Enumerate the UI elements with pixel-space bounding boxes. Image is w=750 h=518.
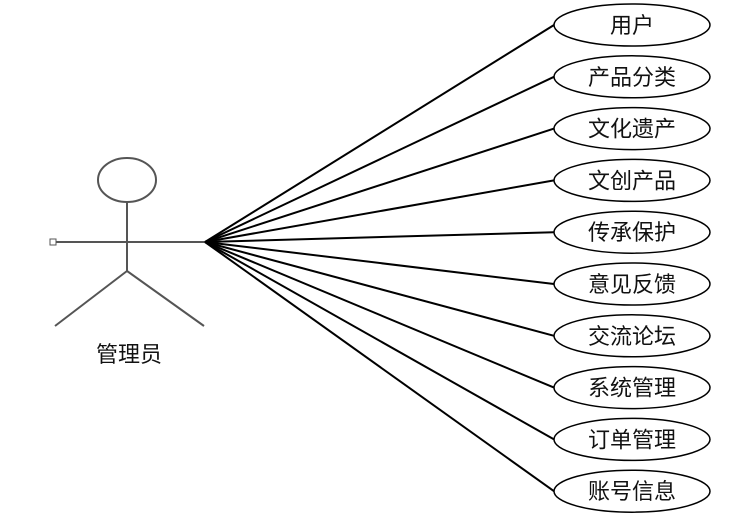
use-case-ellipse: [553, 3, 711, 47]
actor-label: 管理员: [96, 343, 162, 368]
use-case-ellipse: [553, 55, 711, 99]
actor-figure: [49, 157, 205, 327]
use-case-ellipse: [553, 210, 711, 254]
use-case: 账号信息: [553, 469, 711, 513]
use-case: 传承保护: [553, 210, 711, 254]
association-line: [204, 127, 555, 243]
use-case-ellipse: [553, 469, 711, 513]
use-case: 系统管理: [553, 365, 711, 410]
association-line: [204, 241, 555, 389]
use-case: 产品分类: [553, 55, 711, 99]
actor-left-leg: [54, 270, 128, 327]
use-case-label: 系统管理: [588, 377, 676, 402]
use-case-label: 传承保护: [588, 221, 676, 246]
use-case: 交流论坛: [553, 314, 711, 358]
use-case: 意见反馈: [553, 262, 711, 306]
use-case-label: 产品分类: [588, 66, 676, 91]
association-line: [204, 241, 555, 285]
use-case-ellipse: [553, 106, 711, 151]
association-line: [204, 75, 555, 243]
use-case: 订单管理: [553, 417, 711, 462]
association-line: [204, 179, 555, 243]
actor-hand-marker: [49, 238, 57, 246]
association-line: [204, 241, 555, 337]
use-case: 文化遗产: [553, 106, 711, 151]
use-case-label: 订单管理: [588, 428, 676, 453]
association-line: [204, 24, 555, 243]
actor-right-leg: [126, 270, 205, 327]
association-line: [204, 231, 555, 243]
association-lines: [204, 24, 555, 493]
actor-head: [97, 157, 157, 203]
use-case: 用户: [553, 3, 711, 47]
use-case-label: 账号信息: [588, 480, 676, 505]
use-case-ellipse: [553, 262, 711, 306]
use-case: 文创产品: [553, 158, 711, 203]
use-case-ellipse: [553, 314, 711, 358]
use-case-label: 文化遗产: [588, 118, 676, 143]
association-line: [204, 241, 555, 441]
use-case-label: 交流论坛: [588, 325, 676, 350]
use-case-ellipse: [553, 158, 711, 203]
use-case-label: 用户: [610, 14, 654, 39]
use-case-ellipse: [553, 365, 711, 410]
association-line: [204, 241, 555, 493]
use-case-label: 文创产品: [588, 169, 676, 194]
use-case-label: 意见反馈: [588, 273, 676, 298]
use-case-ellipse: [553, 417, 711, 462]
